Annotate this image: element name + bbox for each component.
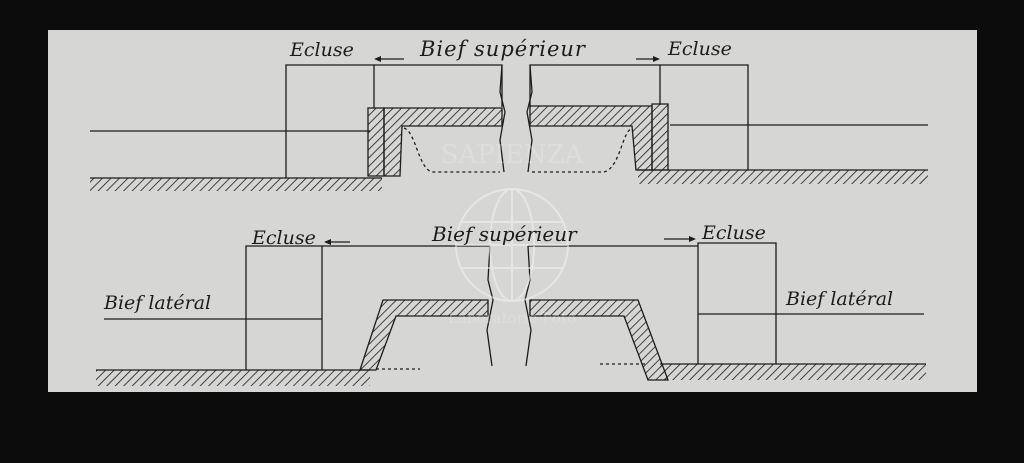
top-break-left — [499, 64, 506, 173]
globe-icon — [455, 188, 569, 302]
top-diagram — [90, 56, 928, 191]
top-lock-right-chamber — [659, 64, 749, 170]
top-embankment-left-post — [367, 107, 385, 177]
top-ground-left — [90, 178, 382, 191]
top-reach-right-wall — [529, 64, 660, 107]
top-dashed-bed-left — [403, 127, 500, 173]
top-lock-left-label: Ecluse — [289, 39, 354, 61]
top-embankment-left-deck — [383, 107, 503, 177]
bottom-arrow-left-head — [324, 239, 331, 245]
bottom-embankment-left — [359, 299, 489, 371]
bottom-lock-left-label: Ecluse — [251, 227, 316, 249]
watermark-caption: Laboratorio Foto — [448, 309, 576, 327]
top-reach-left-wall — [374, 64, 503, 107]
watermark-name: SAPIENZA — [441, 140, 585, 170]
bottom-lock-right-label: Ecluse — [701, 222, 766, 244]
top-lock-left-chamber — [285, 64, 375, 178]
top-embankment-right-post — [651, 103, 669, 171]
top-arrow-right-head — [653, 56, 660, 62]
top-ground-right — [638, 170, 928, 184]
bottom-title: Bief supérieur — [431, 222, 578, 246]
bottom-lock-left-chamber — [245, 245, 323, 370]
watermark: SAPIENZA Laboratorio Foto — [441, 140, 585, 327]
bottom-arrow-right-head — [689, 236, 696, 242]
bottom-ground-left — [96, 370, 370, 386]
top-lock-right-label: Ecluse — [667, 38, 732, 60]
bottom-ground-right — [660, 364, 926, 380]
bottom-embankment-right — [529, 299, 669, 381]
bottom-lateral-left-label: Bief latéral — [103, 292, 211, 314]
bottom-lateral-right-label: Bief latéral — [785, 288, 893, 310]
top-dashed-bed-right — [532, 127, 633, 173]
top-arrow-left-head — [374, 56, 381, 62]
bottom-lock-right-chamber — [697, 242, 777, 364]
top-title: Bief supérieur — [419, 37, 587, 61]
top-break-right — [526, 64, 533, 173]
